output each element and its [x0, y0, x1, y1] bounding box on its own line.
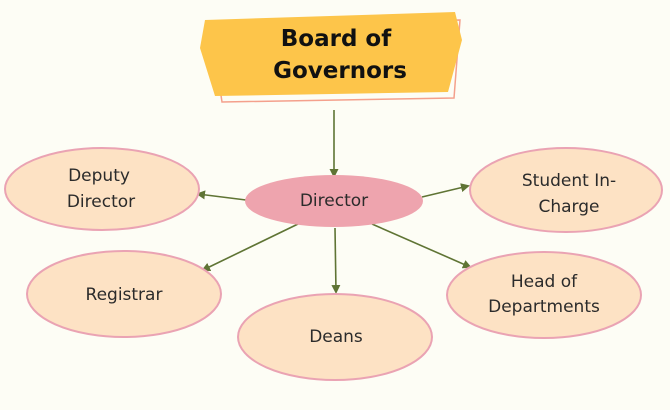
title-banner-shape [200, 12, 462, 96]
arrow-director-to-heads [371, 223, 472, 269]
deans-ellipse [237, 293, 433, 381]
head-of-departments-line-1: Head of [511, 272, 578, 292]
head-of-departments-line-2: Departments [488, 297, 600, 317]
arrow-director-to-deputy [196, 190, 247, 201]
deans-label: Deans [309, 327, 363, 347]
student-in-charge-line-1: Student In- [522, 171, 616, 191]
title-line-2: Governors [273, 58, 407, 84]
student-in-charge-node: Student In- Charge [469, 147, 663, 233]
director-label: Director [300, 191, 368, 211]
registrar-ellipse [26, 250, 222, 338]
deputy-director-ellipse [4, 147, 200, 231]
title-line-1: Board of [281, 26, 392, 52]
registrar-node: Registrar [26, 250, 222, 338]
registrar-label: Registrar [86, 285, 163, 305]
arrow-director-to-registrar [201, 223, 299, 271]
board-of-governors-node: Board of Governors [200, 12, 462, 103]
deputy-director-line-2: Director [67, 192, 135, 212]
deans-node: Deans [237, 293, 433, 381]
connectors [196, 110, 472, 294]
student-in-charge-ellipse [469, 147, 663, 233]
student-in-charge-line-2: Charge [538, 197, 599, 217]
head-of-departments-ellipse [446, 251, 642, 339]
deputy-director-line-1: Deputy [68, 166, 130, 186]
director-ellipse [245, 175, 423, 227]
arrow-director-to-student [421, 183, 470, 198]
head-of-departments-node: Head of Departments [446, 251, 642, 339]
arrow-director-to-deans [331, 227, 341, 294]
deputy-director-node: Deputy Director [4, 147, 200, 231]
director-node: Director [245, 175, 423, 227]
